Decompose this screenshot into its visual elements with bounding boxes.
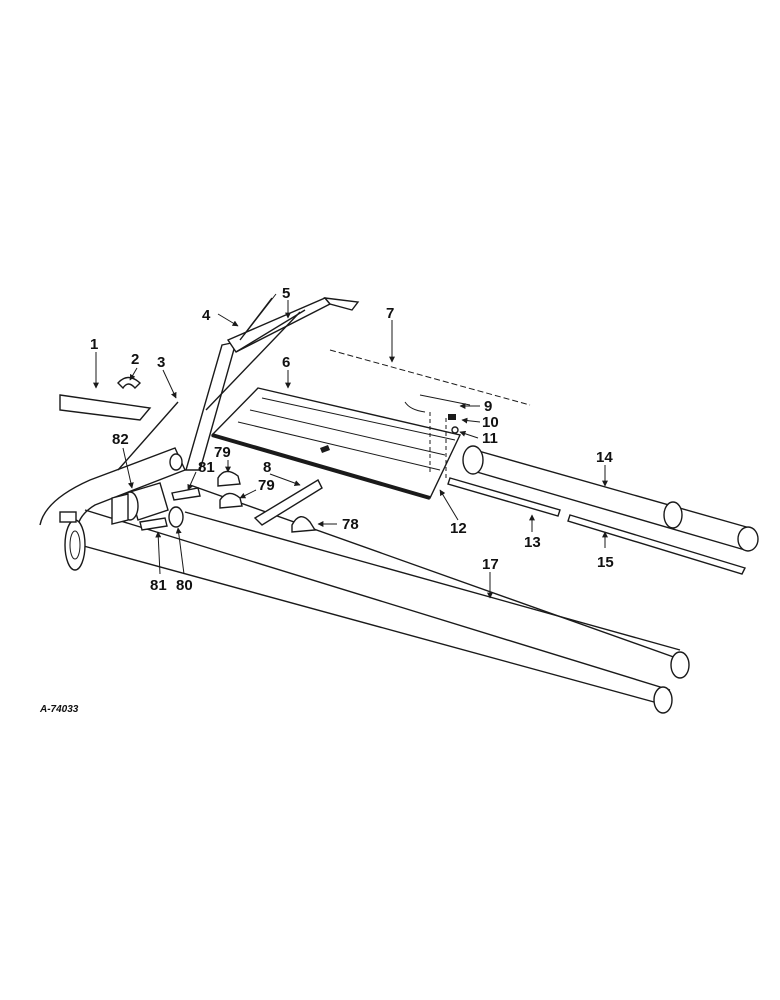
callout-14: 14 bbox=[596, 449, 613, 466]
leader-lines bbox=[93, 300, 608, 599]
sprocket bbox=[169, 453, 183, 471]
lower-tube-front bbox=[79, 509, 673, 714]
strip-part-13 bbox=[447, 477, 561, 517]
callout-8: 8 bbox=[263, 459, 271, 476]
callout-7: 7 bbox=[386, 305, 394, 322]
callout-82: 82 bbox=[112, 431, 129, 448]
callout-1: 1 bbox=[90, 336, 98, 353]
support-arm bbox=[185, 297, 360, 471]
callout-78: 78 bbox=[342, 516, 359, 533]
callout-9: 9 bbox=[484, 398, 492, 415]
rod-part-3 bbox=[117, 401, 179, 471]
threaded-rod-part-4 bbox=[239, 293, 277, 341]
deck-plate-part-6 bbox=[210, 387, 462, 500]
callout-5: 5 bbox=[282, 285, 290, 302]
drawing-id: A-74033 bbox=[39, 704, 79, 715]
upper-tube-part-14 bbox=[462, 445, 759, 552]
callout-80: 80 bbox=[176, 577, 193, 594]
plate-part-1 bbox=[59, 394, 152, 421]
bushing-part-80 bbox=[168, 506, 184, 528]
bearing-housing-part-82 bbox=[111, 482, 169, 525]
clamp-part-79a bbox=[217, 470, 241, 487]
callout-81-lower: 81 bbox=[150, 577, 167, 594]
frame-end bbox=[39, 447, 186, 571]
clip-part-2 bbox=[117, 376, 142, 390]
callout-2: 2 bbox=[131, 351, 139, 368]
callout-13: 13 bbox=[524, 534, 541, 551]
callout-10: 10 bbox=[482, 414, 499, 431]
clamp-part-78 bbox=[291, 516, 317, 533]
clamp-part-79b bbox=[219, 492, 243, 509]
callout-79-upper: 79 bbox=[214, 444, 231, 461]
callout-3: 3 bbox=[157, 354, 165, 371]
callout-4: 4 bbox=[202, 307, 211, 324]
callout-12: 12 bbox=[450, 520, 467, 537]
callout-81-upper: 81 bbox=[198, 459, 215, 476]
callout-11: 11 bbox=[482, 430, 498, 447]
reference-line-part-7 bbox=[329, 349, 531, 406]
callout-79-lower: 79 bbox=[258, 477, 275, 494]
strip-part-8 bbox=[253, 479, 323, 526]
callout-6: 6 bbox=[282, 354, 290, 371]
callout-15: 15 bbox=[597, 554, 614, 571]
shim-part-81-upper bbox=[171, 487, 201, 501]
callout-17: 17 bbox=[482, 556, 499, 573]
shim-part-81-lower bbox=[139, 517, 168, 531]
strip-part-15 bbox=[567, 514, 746, 575]
